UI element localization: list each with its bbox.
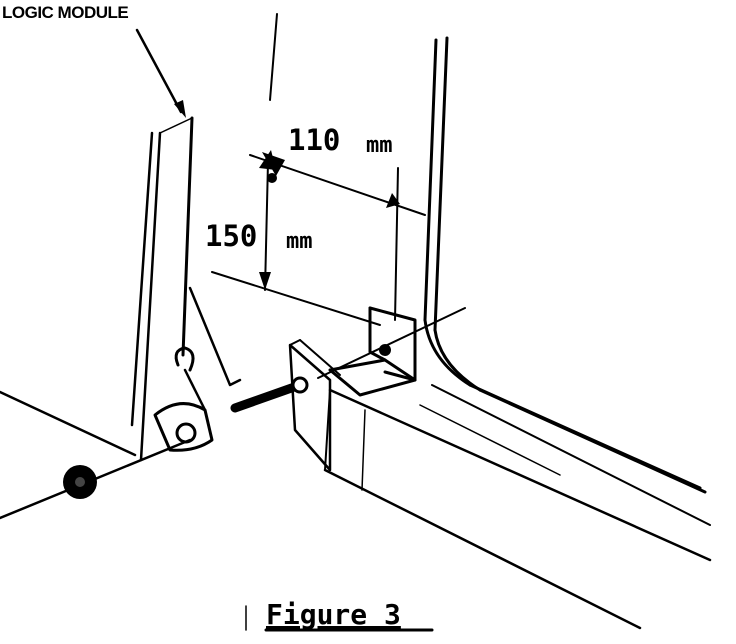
figure-caption: Figure 3 [266,598,401,631]
height-dimension-value: 150 [205,219,257,253]
height-dimension [211,150,381,326]
logic-module-panel [130,116,194,462]
cabinet-edge [423,36,711,526]
threaded-rod [230,376,309,413]
width-dimension-unit: mm [366,133,393,158]
hinge-bracket [153,286,242,452]
reference-line [269,13,278,101]
logic-module-label: LOGIC MODULE [2,3,128,22]
height-dimension-unit: mm [286,229,313,254]
logic-module-leader [135,28,186,118]
stop-block [288,339,341,472]
width-dimension-value: 110 [288,123,340,157]
mounting-bolt [0,438,192,520]
floor-rail [0,388,712,630]
